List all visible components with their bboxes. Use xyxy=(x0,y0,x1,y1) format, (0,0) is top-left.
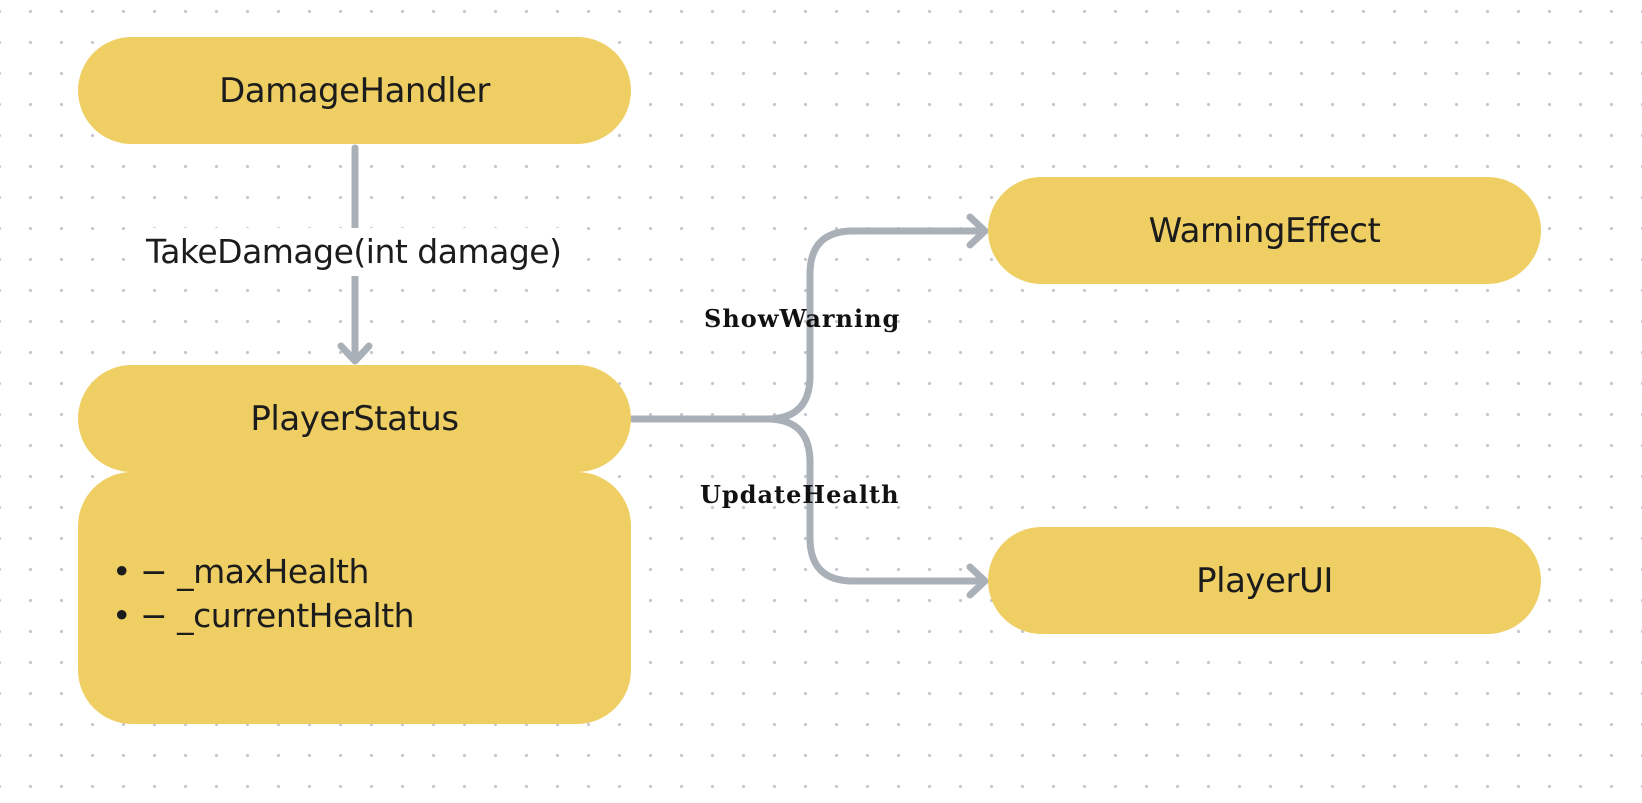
node-shape xyxy=(988,527,1541,634)
arrowhead-player-status xyxy=(337,342,373,365)
arrowhead-warning-effect xyxy=(966,213,989,249)
node-damage-handler[interactable]: DamageHandler xyxy=(78,37,631,144)
bullet: • xyxy=(112,552,131,591)
edge-player-status-to-player-ui xyxy=(763,415,988,585)
edge-player-status-to-warning-effect xyxy=(763,227,988,423)
list-item: •− _currentHealth xyxy=(112,594,415,638)
node-shape xyxy=(78,37,631,144)
node-shape xyxy=(988,177,1541,284)
edge-label-take-damage: TakeDamage(int damage) xyxy=(144,228,564,276)
list-item: •− _maxHealth xyxy=(112,550,414,594)
edge-label-update-health: UpdateHealth xyxy=(700,480,900,509)
field-current-health: − _currentHealth xyxy=(140,596,415,635)
node-label-warning-effect: WarningEffect xyxy=(1148,210,1381,251)
node-label-damage-handler: DamageHandler xyxy=(219,70,490,111)
node-player-ui[interactable]: PlayerUI xyxy=(988,527,1541,634)
node-shape xyxy=(78,365,631,472)
field-max-health: − _maxHealth xyxy=(140,552,369,591)
node-label-player-status: PlayerStatus xyxy=(250,398,459,439)
node-warning-effect[interactable]: WarningEffect xyxy=(988,177,1541,284)
node-player-status[interactable]: PlayerStatus xyxy=(78,365,631,472)
edge-label-show-warning: ShowWarning xyxy=(704,304,901,333)
bullet: • xyxy=(112,596,131,635)
player-status-fields-panel[interactable]: •− _maxHealth •− _currentHealth xyxy=(78,472,631,724)
arrowhead-player-ui xyxy=(966,563,989,599)
field-list: •− _maxHealth •− _currentHealth xyxy=(112,550,415,638)
node-label-player-ui: PlayerUI xyxy=(1196,560,1333,601)
